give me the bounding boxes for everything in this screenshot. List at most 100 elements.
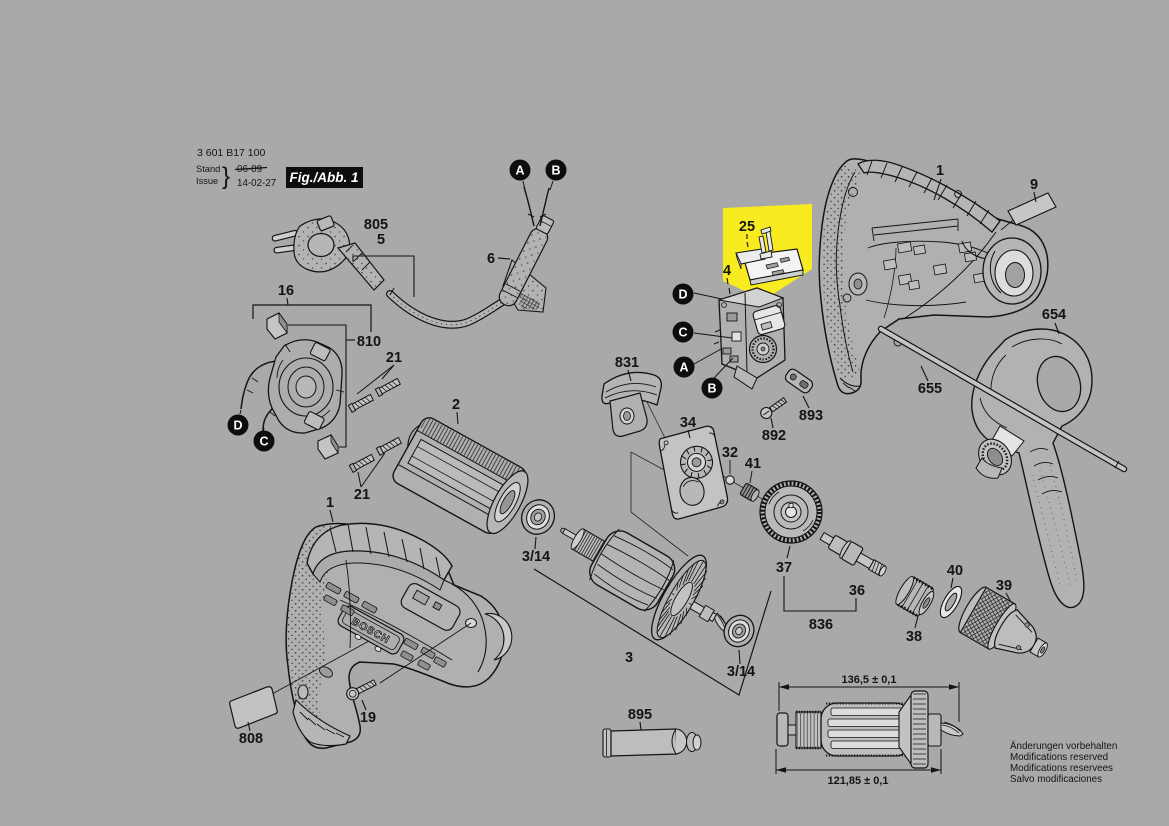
part-brush-cover: [601, 371, 662, 437]
part-label-16: 16: [278, 283, 294, 299]
leader-893: [802, 395, 810, 409]
label-893: 893: [799, 395, 823, 424]
label-805-5: 805 5: [352, 217, 415, 297]
part-label-6: 6: [487, 251, 495, 267]
part-label-1-right: 1: [936, 163, 944, 179]
dimension-overall: 136,5 ± 0,1: [842, 674, 897, 686]
part-housing-left: BOSCH: [285, 522, 513, 750]
leader-40: [950, 577, 954, 589]
label-6: 6: [487, 251, 511, 267]
part-depth-rod: [877, 325, 1128, 473]
part-washer-32: [725, 475, 735, 485]
label-9: 9: [1030, 177, 1038, 203]
part-label-836: 836: [809, 617, 833, 633]
bracket-3: [533, 568, 772, 696]
part-label-41: 41: [745, 456, 761, 472]
bracket-810: [288, 324, 347, 448]
label-37-36-836: 37 36 836: [776, 545, 865, 633]
part-washer-40: [939, 585, 963, 619]
leader-1-left: [329, 509, 334, 523]
label-892: 892: [762, 417, 786, 444]
callout-letter-d2: D: [678, 288, 687, 302]
part-clip-893: [784, 368, 814, 394]
part-bearing-right: [723, 614, 755, 648]
part-slider-25: [735, 226, 804, 286]
callout-b-switch: B: [701, 357, 734, 399]
label-895: 895: [628, 707, 652, 731]
part-label-2: 2: [452, 397, 460, 413]
label-655: 655: [918, 365, 942, 397]
old-issue-date: 06-09: [237, 164, 262, 175]
part-label-32: 32: [722, 445, 738, 461]
part-label-9: 9: [1030, 177, 1038, 193]
part-rating-plate-808: [229, 640, 370, 729]
part-housing-right: [818, 158, 1049, 395]
part-switch: [713, 287, 786, 390]
part-screw-892: [760, 396, 788, 420]
part-label-4: 4: [723, 263, 731, 279]
label-16: 16: [252, 283, 372, 332]
revision-notes: Änderungen vorbehalten Modifications res…: [1010, 741, 1117, 785]
label-314-left: 3/14: [522, 536, 550, 565]
leader-808-long: [271, 640, 370, 695]
part-bearing-left: [520, 499, 556, 535]
dimension-armature: 121,85 ± 0,1: [827, 775, 888, 787]
part-label-25: 25: [739, 219, 755, 235]
part-label-5: 5: [377, 232, 385, 248]
note-line-1: Änderungen vorbehalten: [1010, 741, 1117, 752]
leader-892: [770, 417, 774, 429]
leader-21-bottom: [357, 452, 386, 488]
vent-cap-right: [857, 159, 1001, 233]
label-41: 41: [745, 456, 761, 484]
part-label-810: 810: [357, 334, 381, 350]
callout-d-left: D: [227, 409, 249, 436]
part-label-1-left: 1: [326, 495, 334, 511]
leader-895: [639, 721, 642, 731]
leader-654: [1054, 322, 1060, 335]
part-label-36: 36: [849, 583, 865, 599]
leader-1-right: [933, 178, 942, 201]
leader-2: [456, 411, 459, 425]
issue-label: Issue: [196, 176, 218, 186]
part-label-314a: 3/14: [522, 549, 550, 565]
bracket-836: [783, 576, 857, 612]
leader-38: [914, 615, 919, 629]
part-label-655: 655: [918, 381, 942, 397]
bosch-logo-band: BOSCH: [337, 605, 405, 655]
label-810: 810: [288, 324, 381, 448]
part-bolts-21: [347, 377, 403, 474]
wire-b: [539, 187, 550, 227]
stand-label: Stand: [196, 164, 220, 174]
header-block: 3 601 B17 100 Stand Issue } 06-09 14-02-…: [196, 147, 363, 190]
part-stator: [392, 417, 529, 535]
label-4: 4: [723, 263, 731, 295]
leader-39: [1005, 592, 1012, 603]
label-19: 19: [360, 699, 376, 726]
label-38: 38: [906, 615, 922, 645]
part-sticker-9: [1000, 192, 1057, 231]
part-label-895: 895: [628, 707, 652, 723]
leader-655: [920, 365, 929, 382]
leader-37: [786, 545, 791, 559]
leader-805: [352, 255, 415, 297]
callout-letter-b: B: [551, 164, 560, 178]
leader-808: [247, 721, 251, 732]
leader-4: [726, 277, 731, 295]
callout-letter-c2: C: [678, 326, 687, 340]
handle-clamp-gap: [991, 425, 1025, 457]
label-21-top: 21: [356, 350, 402, 395]
label-808: 808: [239, 721, 263, 747]
label-32: 32: [722, 445, 738, 474]
part-gear-37: [759, 480, 823, 544]
bracket-16: [252, 304, 372, 332]
label-21-bottom: 21: [354, 452, 386, 503]
callout-a-top: A: [509, 159, 531, 191]
callout-letter-a2: A: [679, 361, 688, 375]
part-brush-end-shield: [240, 311, 345, 460]
leader-34: [687, 429, 691, 439]
leader-6: [497, 257, 511, 260]
part-label-831: 831: [615, 355, 639, 371]
figure-label-box: [286, 167, 363, 188]
callout-letter-a: A: [515, 164, 524, 178]
